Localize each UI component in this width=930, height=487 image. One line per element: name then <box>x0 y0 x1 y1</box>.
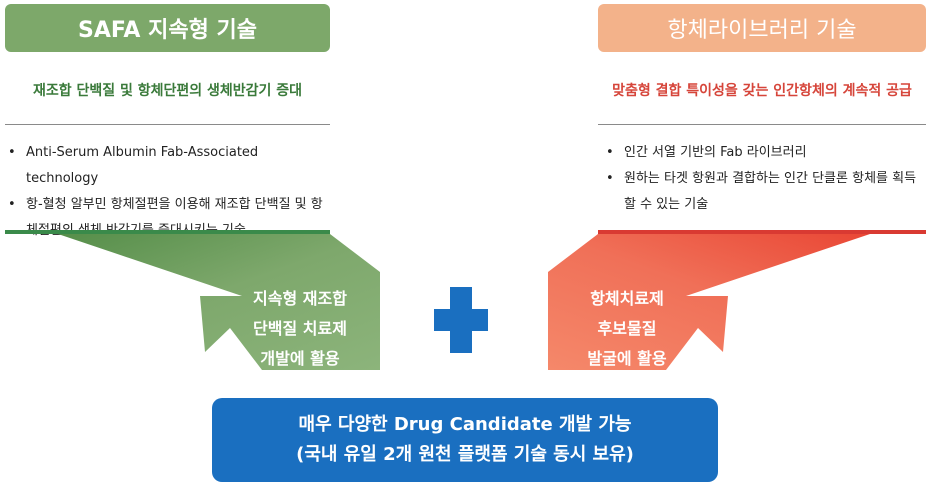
summary-line-2: (국내 유일 2개 원천 플랫폼 기술 동시 보유) <box>296 444 634 465</box>
summary-line-1: 매우 다양한 Drug Candidate 개발 가능 <box>298 414 632 435</box>
library-bullet-list: 인간 서열 기반의 Fab 라이브러리 원하는 타겟 항원과 결합하는 인간 단… <box>606 140 926 218</box>
summary-box: 매우 다양한 Drug Candidate 개발 가능 (국내 유일 2개 원천… <box>212 398 718 482</box>
library-arrow-text: 항체치료제 후보물질 발굴에 활용 <box>562 284 692 374</box>
library-bullet-1: 인간 서열 기반의 Fab 라이브러리 <box>606 140 926 166</box>
library-title: 항체라이브러리 기술 <box>667 18 857 43</box>
safa-arrow-line-3: 개발에 활용 <box>260 349 340 368</box>
library-arrow-line-2: 후보물질 <box>597 319 657 338</box>
left-arrow-shape <box>5 234 380 370</box>
plus-icon <box>434 287 488 353</box>
library-arrow-line-1: 항체치료제 <box>590 289 664 308</box>
library-title-box: 항체라이브러리 기술 <box>598 4 926 52</box>
safa-title-box: SAFA 지속형 기술 <box>5 4 330 52</box>
safa-subtitle: 재조합 단백질 및 항체단편의 생체반감기 증대 <box>32 83 303 99</box>
safa-divider <box>5 124 330 125</box>
safa-bottom-bar <box>5 230 330 234</box>
library-bullet-2: 원하는 타겟 항원과 결합하는 인간 단클론 항체를 획득 할 수 있는 기술 <box>606 166 926 218</box>
safa-bullet-1: Anti-Serum Albumin Fab-Associated techno… <box>8 140 333 192</box>
safa-arrow-line-2: 단백질 치료제 <box>253 319 347 338</box>
safa-title: SAFA 지속형 기술 <box>78 18 257 43</box>
library-subtitle: 맞춤형 결합 특이성을 갖는 인간항체의 계속적 공급 <box>612 83 912 99</box>
library-bottom-bar <box>598 230 926 234</box>
library-divider <box>598 124 926 125</box>
safa-arrow-line-1: 지속형 재조합 <box>253 289 347 308</box>
safa-arrow-text: 지속형 재조합 단백질 치료제 개발에 활용 <box>235 284 365 374</box>
right-arrow-shape <box>548 234 926 370</box>
library-arrow-line-3: 발굴에 활용 <box>587 349 667 368</box>
